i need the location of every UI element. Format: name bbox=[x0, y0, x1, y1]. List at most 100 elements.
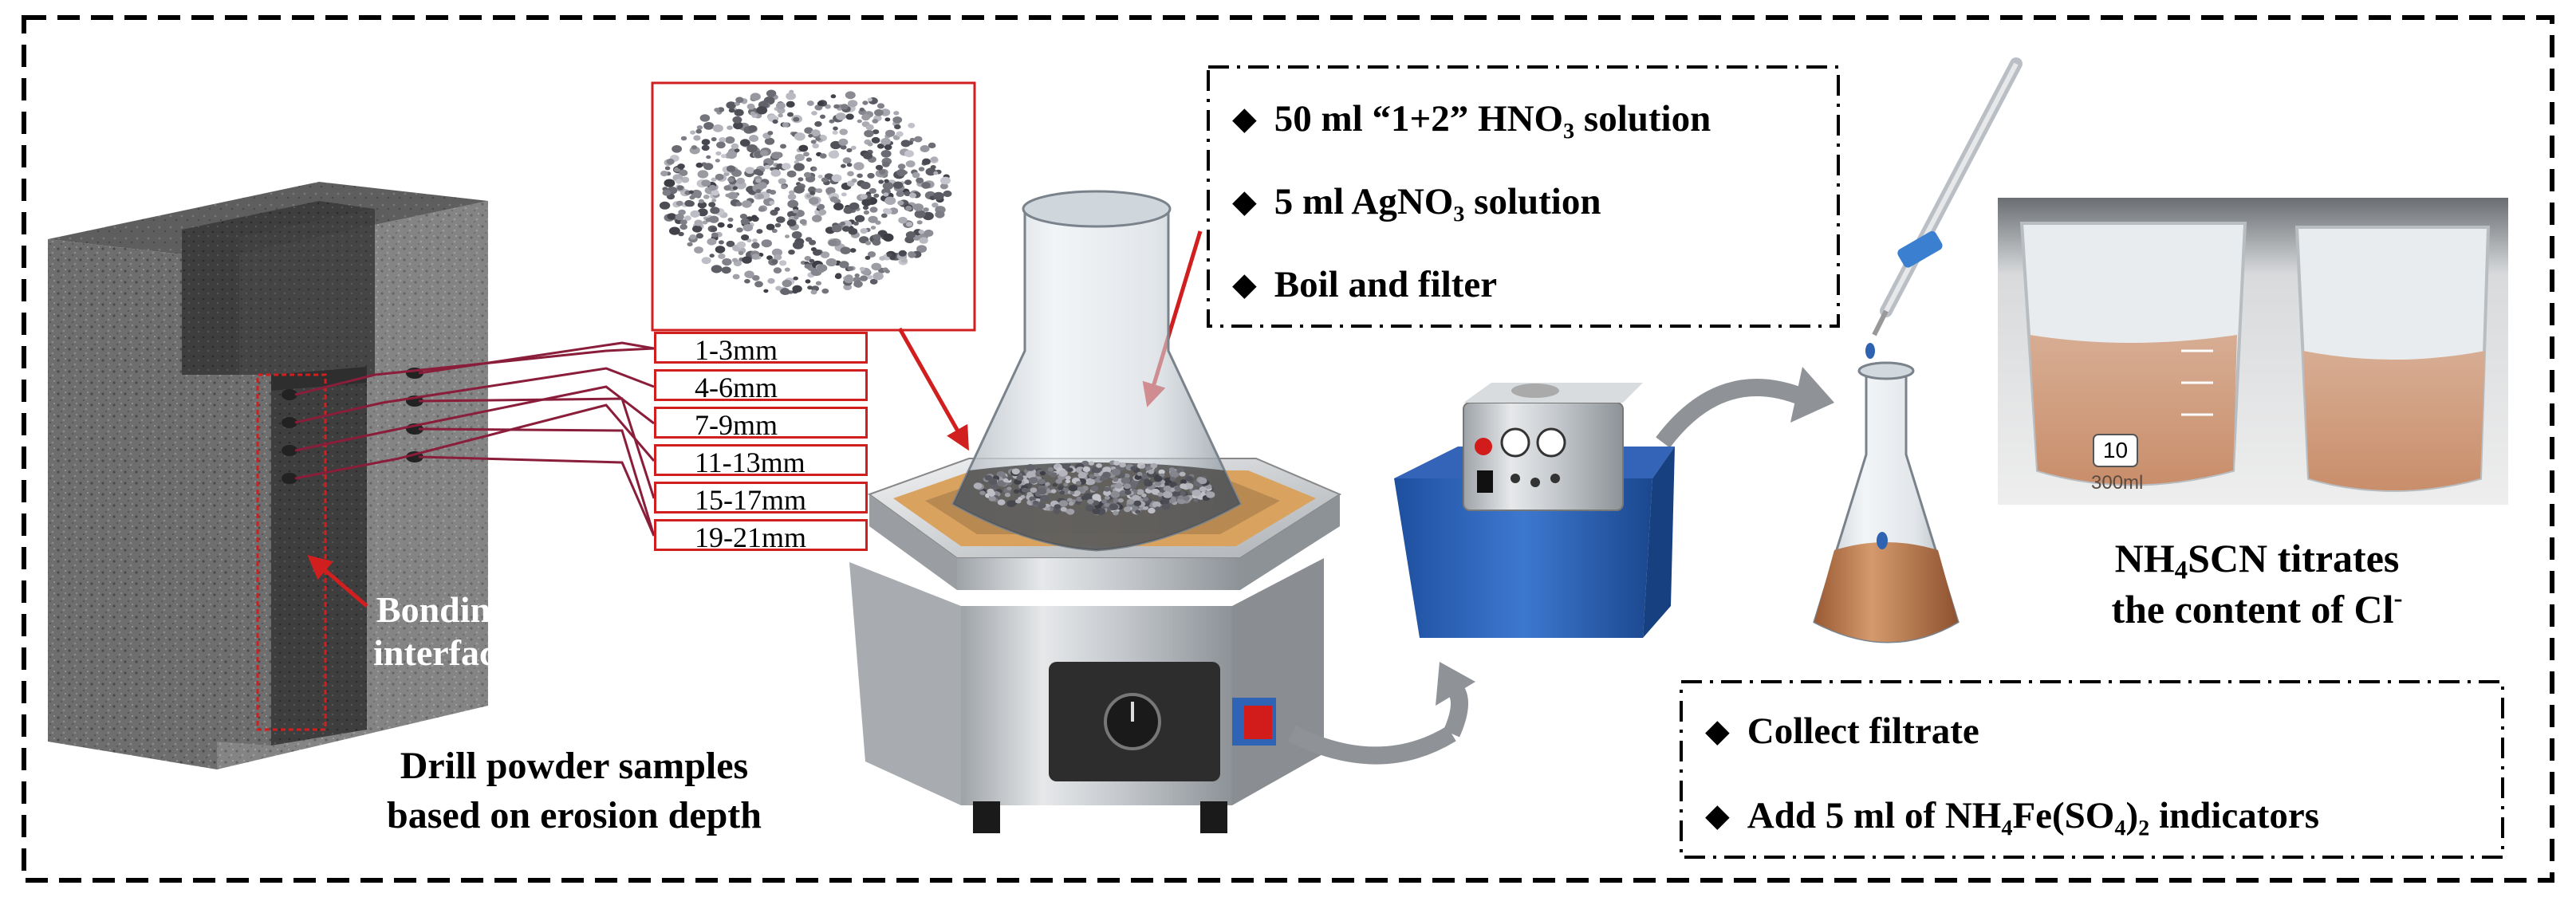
powder-particle bbox=[756, 106, 768, 115]
powder-particle bbox=[776, 163, 784, 170]
powder-particle bbox=[1117, 498, 1124, 503]
powder-particle bbox=[831, 174, 842, 183]
powder-particle bbox=[1112, 477, 1119, 482]
interface-pointer-arrow bbox=[307, 555, 368, 608]
powder-particle bbox=[921, 182, 931, 189]
powder-particle bbox=[908, 123, 916, 128]
powder-particle bbox=[918, 167, 925, 171]
powder-particle bbox=[880, 137, 891, 146]
powder-particle bbox=[916, 245, 928, 253]
powder-particle bbox=[839, 261, 849, 269]
powder-particle bbox=[676, 185, 684, 191]
powder-particle bbox=[766, 89, 777, 97]
powder-particle bbox=[751, 214, 758, 219]
powder-particle bbox=[923, 207, 929, 212]
powder-particle bbox=[883, 192, 889, 197]
filtrate-steps-frame bbox=[1680, 680, 2504, 859]
powder-particle bbox=[849, 202, 860, 211]
powder-particle bbox=[782, 279, 792, 288]
powder-particle bbox=[792, 285, 802, 293]
powder-particle bbox=[1054, 463, 1060, 468]
powder-particle bbox=[884, 179, 889, 183]
powder-particle bbox=[1206, 491, 1215, 498]
powder-particle bbox=[905, 205, 912, 211]
powder-particle bbox=[763, 289, 769, 293]
powder-particle bbox=[736, 241, 746, 249]
powder-particle bbox=[812, 143, 819, 149]
powder-particle bbox=[1174, 486, 1181, 491]
powder-particle bbox=[684, 199, 694, 207]
powder-particle bbox=[804, 263, 811, 269]
titration-caption-line1: NH4SCN titrates bbox=[2114, 536, 2400, 585]
powder-particle bbox=[739, 139, 750, 147]
powder-particle bbox=[746, 238, 752, 243]
powder-particle bbox=[919, 237, 928, 244]
powder-particle bbox=[1058, 470, 1068, 477]
powder-particle bbox=[785, 234, 790, 238]
powder-particle bbox=[798, 177, 804, 182]
powder-particle bbox=[751, 242, 760, 249]
powder-particle bbox=[1131, 494, 1140, 502]
powder-particle bbox=[811, 111, 817, 116]
powder-particle bbox=[1169, 470, 1180, 478]
powder-particle bbox=[786, 92, 796, 100]
powder-particle bbox=[725, 136, 735, 144]
reagent-step-1: ◆50 ml “1+2” HNO₃ solution bbox=[1232, 97, 1711, 140]
powder-particle bbox=[860, 275, 869, 281]
powder-particle bbox=[736, 227, 743, 233]
powder-particle bbox=[933, 171, 939, 175]
flask-particles bbox=[973, 460, 1215, 516]
powder-particle bbox=[703, 195, 710, 199]
powder-particle bbox=[1068, 485, 1077, 492]
powder-particle bbox=[794, 185, 805, 194]
powder-particle bbox=[1011, 468, 1020, 475]
powder-particle bbox=[1058, 500, 1069, 507]
powder-particle bbox=[807, 285, 813, 290]
powder-particle bbox=[748, 125, 758, 132]
sampling-caption: Drill powder samples based on erosion de… bbox=[311, 742, 837, 840]
powder-particle bbox=[1136, 489, 1144, 495]
sampling-caption-line2: based on erosion depth bbox=[387, 794, 762, 836]
powder-particle bbox=[770, 209, 778, 216]
powder-particle bbox=[860, 194, 868, 200]
powder-particle bbox=[744, 270, 754, 278]
powder-particle bbox=[741, 200, 752, 208]
powder-particle bbox=[808, 134, 813, 138]
powder-particle bbox=[736, 177, 745, 184]
powder-particle bbox=[735, 202, 742, 207]
powder-particle bbox=[660, 171, 668, 177]
powder-particle bbox=[1004, 493, 1010, 498]
powder-particle bbox=[1148, 469, 1155, 474]
powder-particle bbox=[1123, 506, 1132, 513]
powder-particle bbox=[913, 203, 924, 211]
powder-particle bbox=[778, 178, 786, 185]
powder-particle bbox=[711, 189, 719, 196]
powder-particle bbox=[867, 251, 876, 258]
powder-particle bbox=[922, 158, 931, 165]
powder-particle bbox=[815, 281, 821, 285]
powder-particle bbox=[825, 187, 836, 195]
powder-particle bbox=[774, 222, 782, 228]
powder-particle bbox=[732, 273, 740, 280]
powder-particle bbox=[864, 129, 874, 138]
powder-particle bbox=[755, 178, 762, 183]
powder-particle bbox=[831, 224, 842, 233]
powder-particle bbox=[773, 267, 782, 273]
powder-particle bbox=[810, 140, 817, 144]
beaker-mark-300: 300ml bbox=[2091, 472, 2144, 494]
powder-particle bbox=[714, 108, 720, 112]
powder-particle bbox=[812, 214, 822, 222]
powder-particle bbox=[997, 499, 1006, 506]
powder-particle bbox=[865, 241, 872, 246]
powder-particle bbox=[726, 101, 736, 109]
powder-particle bbox=[875, 164, 884, 171]
powder-particle bbox=[1185, 482, 1194, 490]
powder-particle bbox=[833, 126, 838, 131]
powder-particle bbox=[847, 266, 854, 271]
powder-particle bbox=[778, 260, 787, 266]
powder-particle bbox=[930, 165, 936, 170]
powder-particle bbox=[851, 178, 857, 183]
powder-particle bbox=[771, 259, 778, 265]
powder-particle bbox=[1133, 500, 1141, 506]
powder-particle bbox=[1087, 498, 1094, 505]
